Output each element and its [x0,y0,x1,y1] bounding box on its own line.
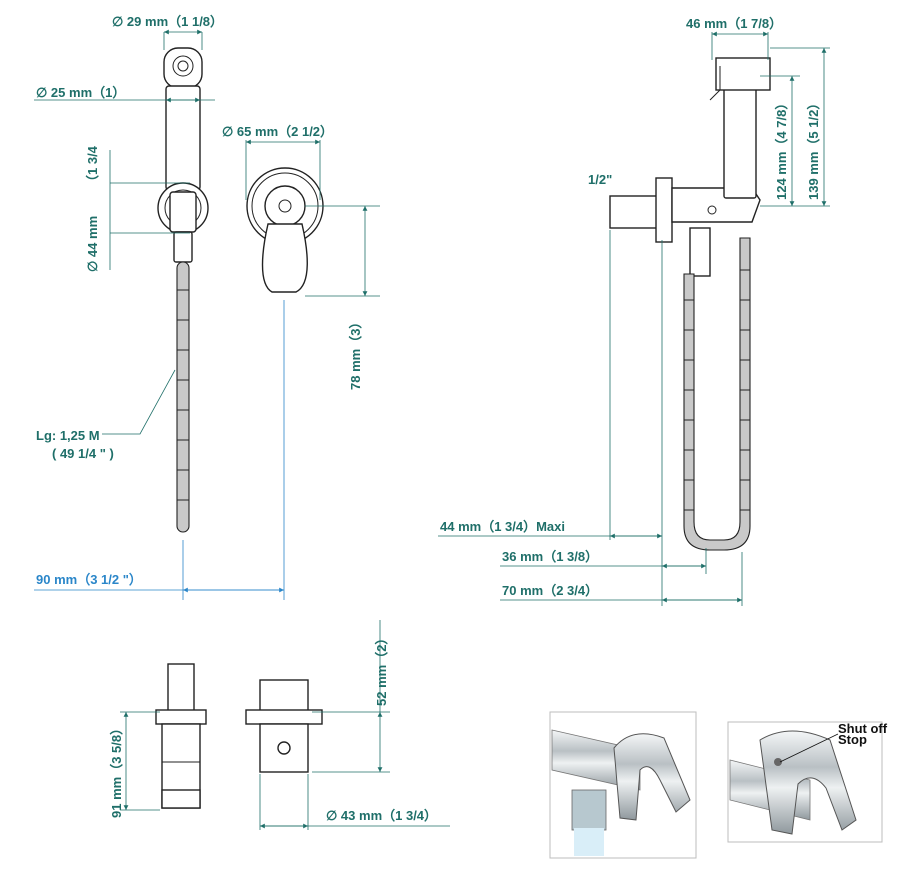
holder-photo-1 [549,711,697,859]
label-holder-width: 46 mm（1 7/8） [686,16,782,31]
label-depth-70: 70 mm（2 3/4） [502,583,598,598]
label-holder-height-139: 139 mm（5 1/2） [806,97,821,200]
label-holder-diameter-top: （1 3/4 [85,145,100,188]
profile-view-dimensions [438,31,830,606]
label-hose-length-1: Lg: 1,25 M [36,428,100,443]
side-view [157,47,209,533]
front-view [245,139,380,297]
label-depth-maxi: 44 mm（1 3/4）Maxi [440,519,565,534]
label-shutoff-2: Stop [838,732,867,747]
side-view-labels: ∅ 29 mm（1 1/8） ∅ 25 mm（1） （1 3/4 ∅ 44 mm… [36,14,223,587]
profile-view [609,57,771,551]
label-depth-36: 36 mm（1 3/8） [502,549,598,564]
label-offset-height: 78 mm（3） [348,316,363,390]
holder-photo-2: Shut off Stop [727,721,888,843]
label-body-height: 91 mm（3 5/8） [109,722,124,818]
label-plate-diameter: ∅ 65 mm（2 1/2） [222,124,333,139]
label-thread: 1/2" [588,172,612,187]
label-body-diameter: ∅ 43 mm（1 3/4） [326,808,437,823]
label-handle-offset: 90 mm（3 1/2 "） [36,572,142,587]
label-handle-diameter: ∅ 25 mm（1） [36,85,125,100]
label-head-diameter: ∅ 29 mm（1 1/8） [112,14,223,29]
label-holder-height-124: 124 mm（4 7/8） [774,97,789,200]
label-valve-height: 52 mm（2） [374,632,389,706]
label-shutoff-1: Shut off [838,721,888,736]
front-view-labels: ∅ 65 mm（2 1/2） 78 mm（3） [222,124,363,390]
label-hose-length-2: ( 49 1/4 " ) [52,446,114,461]
side-view-dimensions [34,29,285,600]
label-holder-diameter-bottom: ∅ 44 mm [85,216,100,272]
valve-front-view: 52 mm（2） ∅ 43 mm（1 3/4） [245,620,450,830]
profile-view-labels: 46 mm（1 7/8） 124 mm（4 7/8） 139 mm（5 1/2）… [440,16,821,598]
valve-side-view: 91 mm（3 5/8） [109,663,207,818]
hose-ribs [177,289,189,501]
